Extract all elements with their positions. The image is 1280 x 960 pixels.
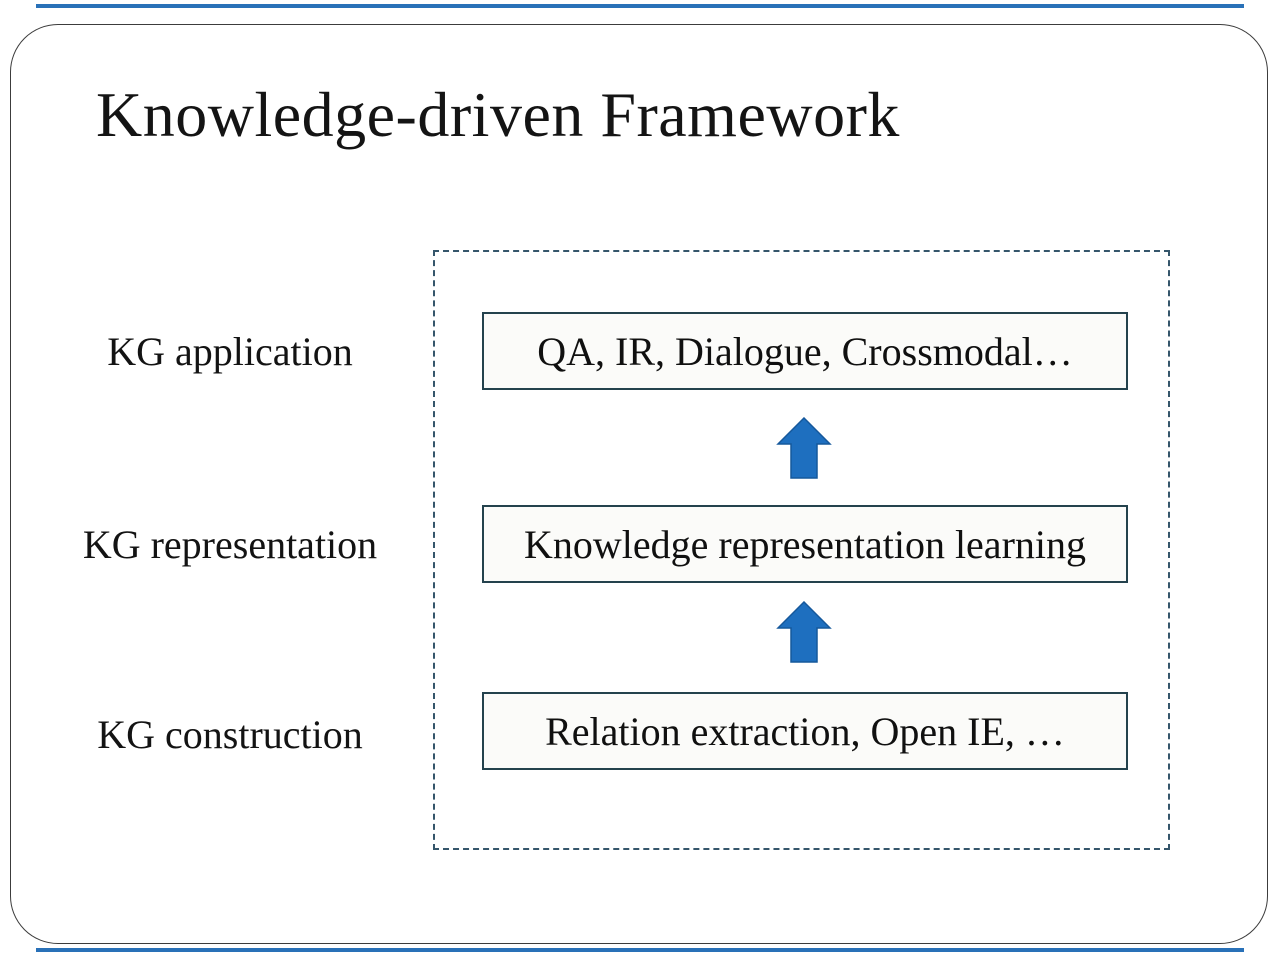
row-label-kg-representation: KG representation: [82, 522, 378, 567]
row-label-kg-application: KG application: [107, 329, 353, 374]
up-arrow-icon: [776, 601, 832, 663]
bottom-accent-line: [36, 948, 1244, 952]
up-arrow-icon: [776, 417, 832, 479]
kg-representation-box: Knowledge representation learning: [482, 505, 1128, 583]
framework-dashed-container: [433, 250, 1170, 850]
page-title: Knowledge-driven Framework: [96, 79, 900, 150]
slide-border: [10, 24, 1268, 944]
kg-application-box: QA, IR, Dialogue, Crossmodal…: [482, 312, 1128, 390]
row-label-kg-construction: KG construction: [97, 712, 363, 757]
top-accent-line: [36, 4, 1244, 8]
kg-construction-box: Relation extraction, Open IE, …: [482, 692, 1128, 770]
